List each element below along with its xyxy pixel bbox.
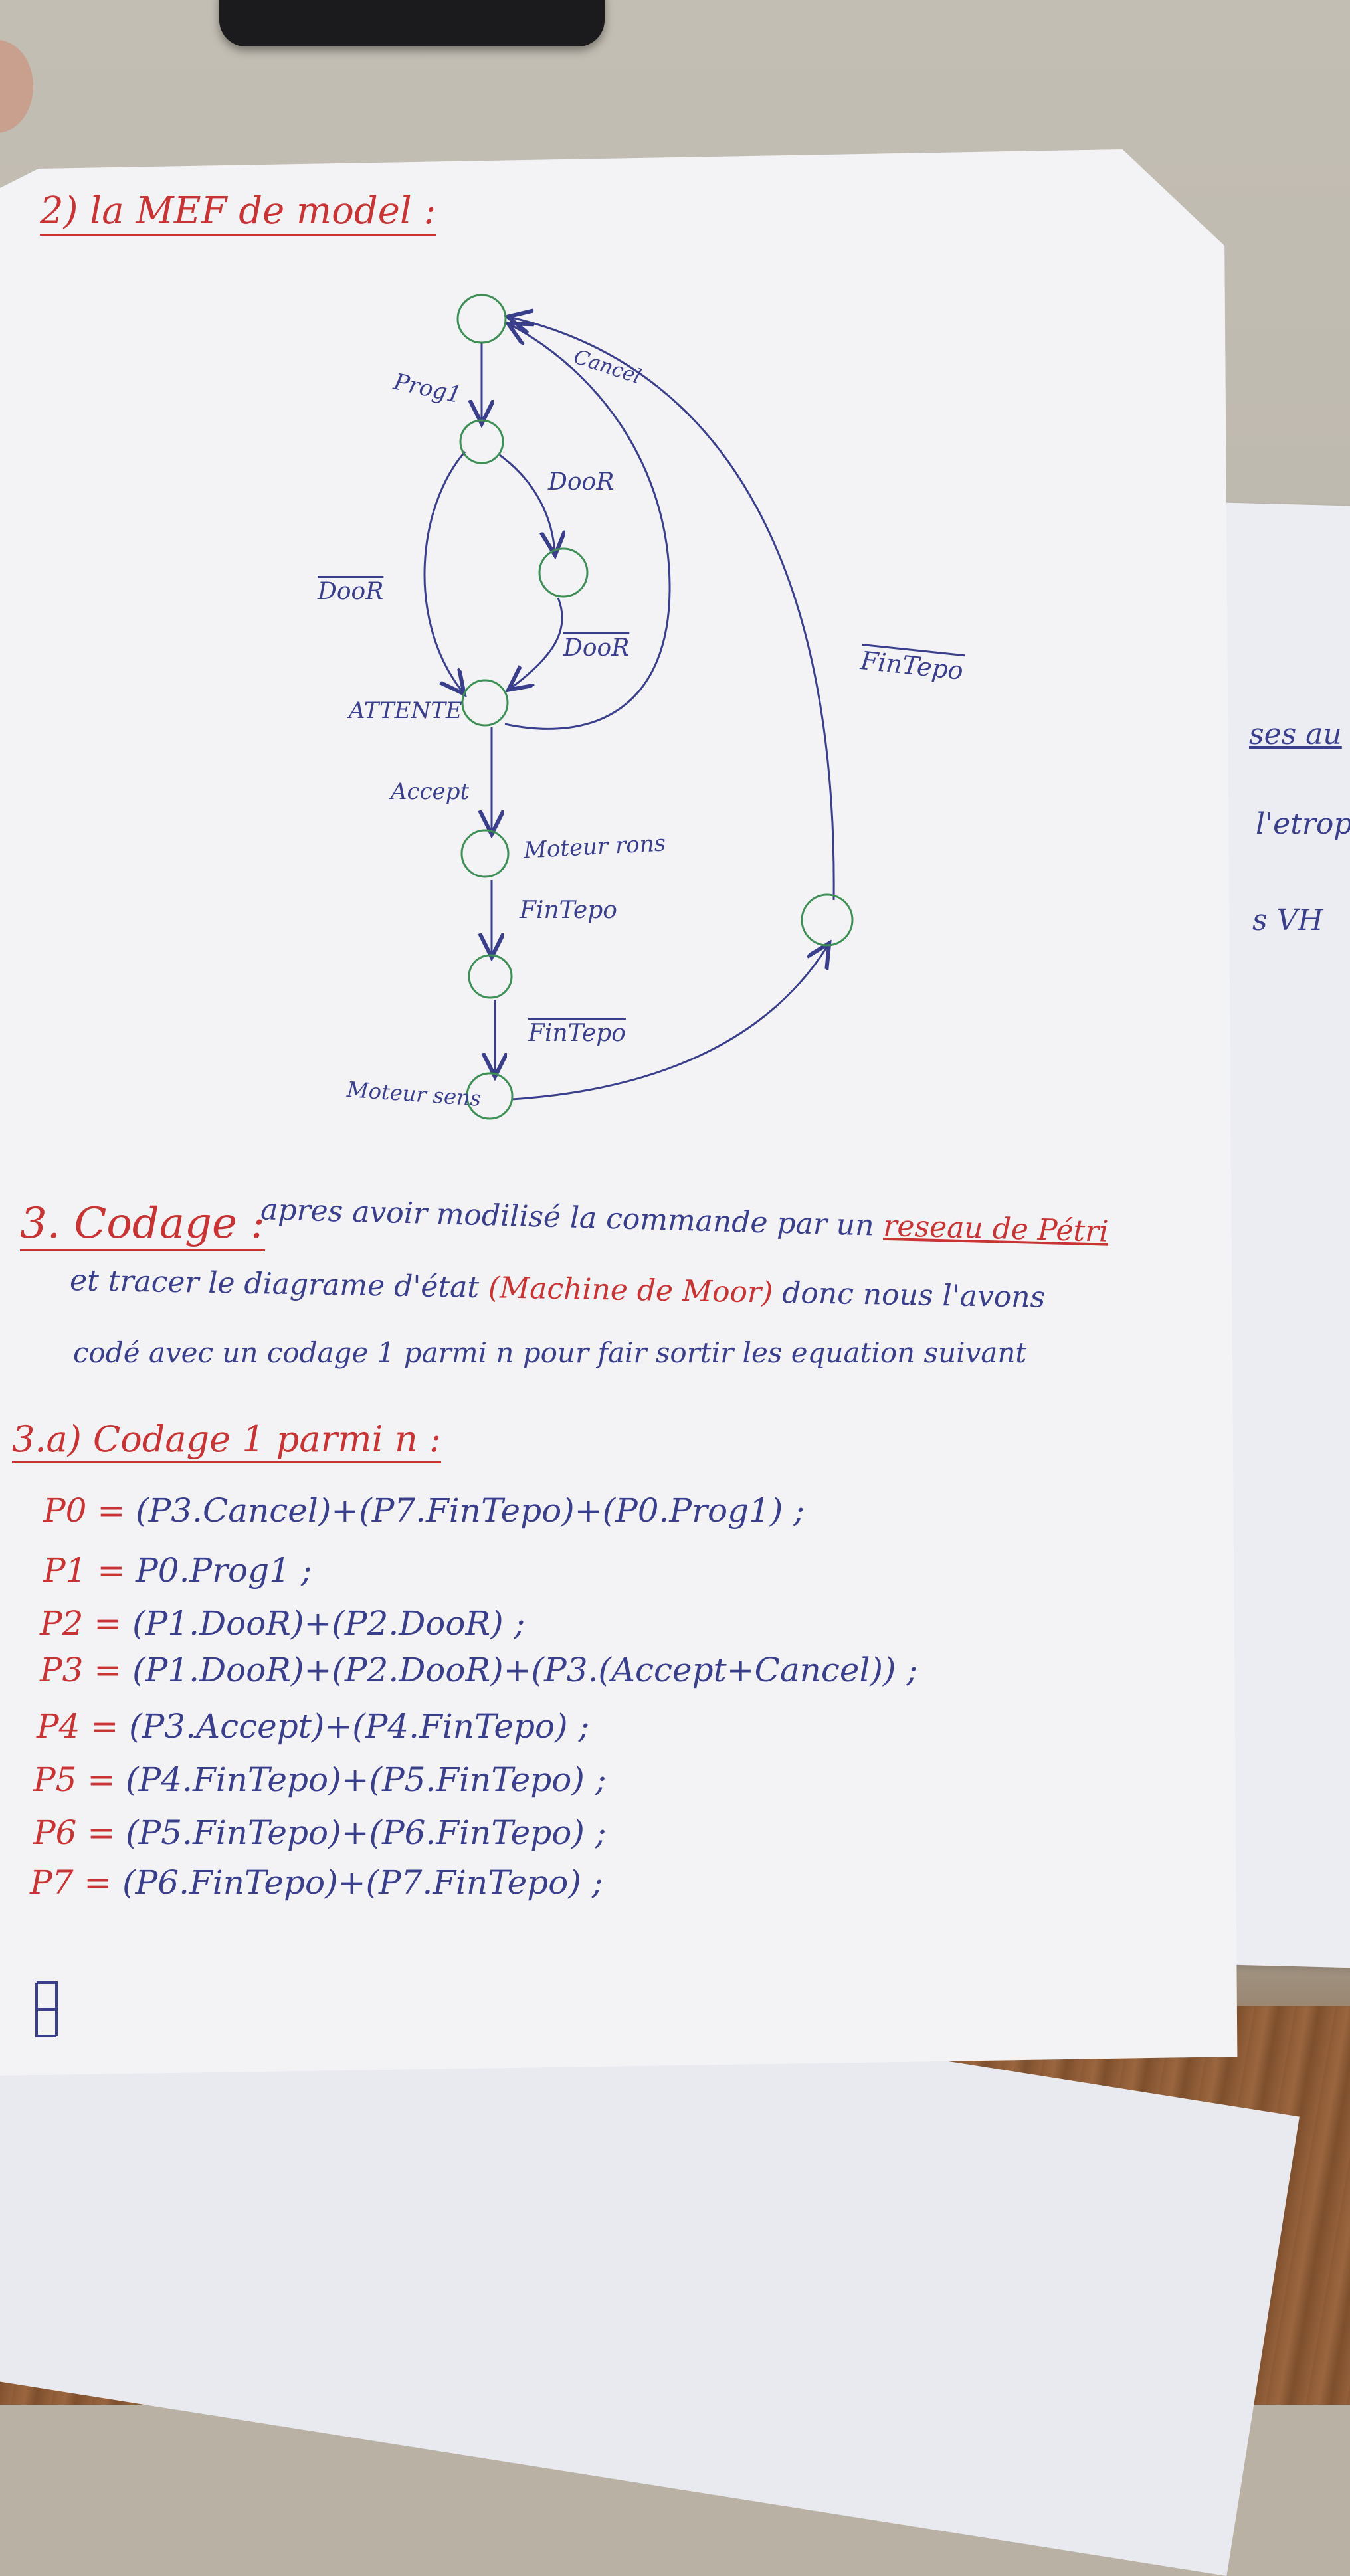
equation-rhs: (P3.Cancel)+(P7.FinTepo)+(P0.Prog1) ;: [136, 1491, 805, 1530]
section3-line2-b: (Machine de Moor): [488, 1271, 773, 1310]
state-moteur-sens: [466, 1072, 514, 1120]
equation-row: P7 = (P6.FinTepo)+(P7.FinTepo) ;: [30, 1863, 603, 1902]
section3-line2-a: et tracer le diagrame d'état: [69, 1263, 480, 1305]
equation-rhs: (P1.DooR)+(P2.DooR)+(P3.(Accept+Cancel))…: [132, 1651, 918, 1689]
equation-row: P2 = (P1.DooR)+(P2.DooR) ;: [40, 1604, 525, 1643]
equation-row: P3 = (P1.DooR)+(P2.DooR)+(P3.(Accept+Can…: [40, 1651, 917, 1689]
state-mid: [468, 954, 513, 999]
equation-lhs: P5 =: [33, 1760, 116, 1799]
equation-lhs: P6 =: [33, 1813, 116, 1852]
side-text-1: ses au: [1249, 717, 1342, 751]
section3-line3: codé avec un codage 1 parmi n pour fair …: [73, 1336, 1027, 1369]
state-2: [538, 547, 589, 598]
section3-title-text: 3. Codage :: [20, 1199, 265, 1251]
state-0: [456, 294, 507, 344]
equation-lhs: P0 =: [43, 1491, 126, 1530]
equation-row: P5 = (P4.FinTepo)+(P5.FinTepo) ;: [33, 1760, 607, 1799]
equation-rhs: (P3.Accept)+(P4.FinTepo) ;: [129, 1707, 590, 1746]
edge-sens-to-right: [511, 947, 827, 1101]
section3-line2-c: donc nous l'avons: [781, 1275, 1046, 1315]
equation-lhs: P7 =: [30, 1863, 112, 1902]
label-door-bar-right: DooR: [563, 634, 630, 662]
label-fintepo-mid: FinTepo: [520, 897, 617, 924]
equation-row: P1 = P0.Prog1 ;: [43, 1551, 312, 1590]
section3-title: 3. Codage :: [20, 1199, 265, 1251]
label-door: DooR: [548, 468, 615, 496]
state-diagram: [423, 294, 854, 1120]
equation-rhs: (P5.FinTepo)+(P6.FinTepo) ;: [126, 1813, 607, 1852]
edge-door: [499, 454, 555, 551]
section3a-title: 3.a) Codage 1 parmi n :: [12, 1418, 442, 1463]
label-fintepo-bar-low: FinTepo: [528, 1020, 626, 1047]
state-1: [459, 419, 504, 464]
label-attente: ATTENTE: [349, 697, 462, 724]
equation-lhs: P1 =: [43, 1551, 126, 1590]
edge-cancel: [505, 325, 671, 730]
state-attente: [461, 679, 509, 727]
label-door-bar-left: DooR: [318, 578, 384, 605]
equation-rhs: (P6.FinTepo)+(P7.FinTepo) ;: [122, 1863, 603, 1902]
main-sheet: [0, 149, 1238, 2076]
section2-title: 2) la MEF de model :: [40, 189, 436, 236]
equation-row: P0 = (P3.Cancel)+(P7.FinTepo)+(P0.Prog1)…: [43, 1491, 805, 1530]
side-text-2: l'etrop: [1256, 807, 1350, 841]
edge-fintepo-bar-right: [512, 318, 835, 901]
equation-rhs: (P4.FinTepo)+(P5.FinTepo) ;: [126, 1760, 607, 1799]
label-accept: Accept: [391, 779, 470, 805]
equation-lhs: P4 =: [37, 1707, 119, 1746]
phone: [219, 0, 605, 46]
edge-door-bar-left: [423, 451, 465, 691]
state-right: [801, 893, 854, 947]
section3-line1-b: reseau de Pétri: [882, 1208, 1109, 1249]
margin-mark: [35, 1981, 58, 2037]
state-moteur-rons: [460, 829, 510, 878]
edge-door-bar-right: [512, 597, 563, 688]
equation-rhs: (P1.DooR)+(P2.DooR) ;: [132, 1604, 526, 1643]
equation-row: P4 = (P3.Accept)+(P4.FinTepo) ;: [37, 1707, 589, 1746]
section3a-title-text: 3.a) Codage 1 parmi n :: [12, 1418, 442, 1463]
equation-lhs: P3 =: [40, 1651, 122, 1689]
equation-row: P6 = (P5.FinTepo)+(P6.FinTepo) ;: [33, 1813, 607, 1852]
equation-lhs: P2 =: [40, 1604, 122, 1643]
equation-rhs: P0.Prog1 ;: [136, 1551, 312, 1590]
side-text-3: s VH: [1252, 903, 1323, 937]
section2-title-text: 2) la MEF de model :: [40, 189, 436, 236]
